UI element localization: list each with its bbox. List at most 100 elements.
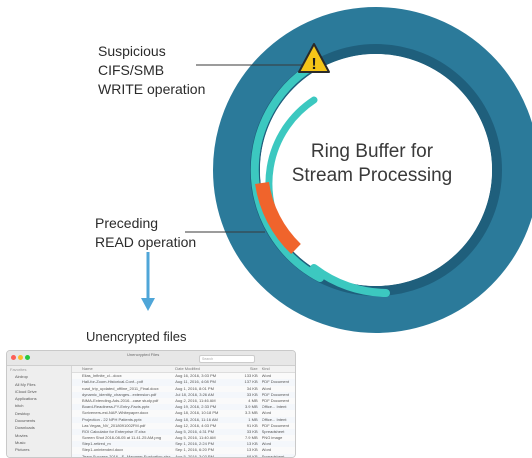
ring-title-line1: Ring Buffer for <box>311 141 434 162</box>
search-input[interactable]: Search <box>199 355 255 363</box>
write-label-line3: WRITE operation <box>98 81 206 97</box>
file-kind: Word <box>261 410 272 416</box>
column-kind[interactable]: Kind <box>261 366 270 371</box>
file-name: Screen Shot 2016-08-05 at 11.41.25 AM.pn… <box>82 435 162 441</box>
file-date: Aug 16, 2016, 3:03 PM <box>175 373 217 379</box>
file-date: Aug 5, 2016, 4:31 PM <box>175 428 214 434</box>
file-name: Team Success 2016 - F...Manager Evaluati… <box>82 453 171 458</box>
file-size: 68 KB <box>246 453 258 458</box>
file-size: 13 KB <box>246 441 258 447</box>
file-name: Step1-retired_m <box>82 441 111 447</box>
teal-stream-outer <box>250 58 324 282</box>
file-row[interactable]: Screen Shot 2016-08-05 at 11.41.25 AM.pn… <box>72 435 295 441</box>
file-date: Aug 2, 2016, 11:46 AM <box>175 397 216 403</box>
sidebar-item[interactable]: Desktop <box>15 410 30 416</box>
close-dot-icon[interactable] <box>11 355 16 360</box>
file-date: Aug 12, 2016, 4:03 PM <box>175 422 217 428</box>
file-kind: PDF Document <box>261 422 289 428</box>
read-operation-label: Preceding READ operation <box>95 214 196 252</box>
file-name: dynamic_identity_changes...extension.pdf <box>82 391 157 397</box>
column-size[interactable]: Size <box>249 366 258 371</box>
sidebar-item[interactable]: Downloads <box>15 425 35 431</box>
file-size: 137 KB <box>244 379 258 385</box>
file-size: 13 KB <box>246 447 258 453</box>
write-label-line1: Suspicious <box>98 43 166 59</box>
finder-toolbar: Unencrypted Files Search <box>7 351 295 366</box>
write-label-line2: CIFS/SMB <box>98 62 165 78</box>
file-row[interactable]: Hall-for-Zoom-Historical-Conf...pdf Aug 1… <box>72 379 295 386</box>
file-date: Sep 1, 2016, 2:24 PM <box>175 441 214 447</box>
file-size: 133 KB <box>244 373 258 379</box>
file-row[interactable]: Board-Readiness-FY-Entry-Facts.pptx Aug 1… <box>72 404 295 411</box>
file-kind: Office... Intent <box>261 416 287 422</box>
ring-center <box>260 54 492 286</box>
file-size: 7.9 MB <box>244 435 258 441</box>
sidebar-item[interactable]: Applications <box>15 396 37 402</box>
minimize-dot-icon[interactable] <box>18 355 23 360</box>
teal-stream-tail <box>310 264 390 297</box>
file-list: Name Date Modified Size Kind Elias_Infin… <box>72 366 295 457</box>
file-kind: Word <box>261 447 272 453</box>
ring-title-line2: Stream Processing <box>292 165 453 186</box>
zoom-dot-icon[interactable] <box>25 355 30 360</box>
finder-title: Unencrypted Files <box>127 352 160 357</box>
file-name: Elias_Infinite_cl...docx <box>82 373 122 379</box>
sidebar-item[interactable]: Airdrop <box>15 374 28 380</box>
file-name: Board-Readiness-FY-Entry-Facts.pptx <box>82 404 150 410</box>
file-kind: Word <box>261 373 272 379</box>
down-arrow-head <box>141 298 155 311</box>
file-kind: Word <box>261 385 272 391</box>
file-kind: PDF Document <box>261 397 289 403</box>
file-name: road_trip_updated_offline_2011_Final.doc… <box>82 385 159 391</box>
file-name: ROI Calculator for Enterprise IT.xlsx <box>82 428 146 434</box>
sidebar-item[interactable]: Music <box>15 439 26 445</box>
ring-outer-band <box>213 7 532 333</box>
file-size: 34 KB <box>246 385 258 391</box>
column-name[interactable]: Name <box>82 366 93 371</box>
file-name: Scriveners-est-NAP-Whitepaper.docx <box>82 410 149 416</box>
file-date: Aug 11, 2016, 4:08 PM <box>175 379 216 385</box>
file-row[interactable]: dynamic_identity_changes...extension.pdf… <box>72 391 295 398</box>
file-size: 33 KB <box>246 428 258 434</box>
file-kind: Spreadsheet <box>261 428 285 434</box>
column-date[interactable]: Date Modified <box>175 366 200 371</box>
file-row[interactable]: Team Success 2016 - F...Manager Evaluati… <box>72 453 295 458</box>
file-date: Aug 19, 2016, 2:33 PM <box>175 404 217 410</box>
file-kind: Office... Intent <box>261 404 287 410</box>
sidebar-heading: Favorites <box>10 367 27 372</box>
orange-stream <box>255 181 301 255</box>
file-size: 3.9 MB <box>244 404 258 410</box>
file-size: 3.3 MB <box>244 410 258 416</box>
file-kind: Word <box>261 441 272 447</box>
sidebar-item[interactable]: All My Files <box>15 381 36 387</box>
files-caption: Unencrypted files <box>86 329 187 344</box>
file-name: Hall-for-Zoom-Historical-Conf...pdf <box>82 379 143 385</box>
file-kind: PDF Document <box>261 391 289 397</box>
sidebar-item[interactable]: iCloud Drive <box>15 388 37 394</box>
file-list-header: Name Date Modified Size Kind <box>72 366 295 374</box>
file-date: Jul 18, 2016, 3:26 AM <box>175 391 214 397</box>
sidebar-item[interactable]: Documents <box>15 418 36 424</box>
file-kind: Spreadsheet <box>261 453 285 458</box>
file-date: Aug 1, 2016, 8:01 PM <box>175 385 214 391</box>
read-label-line2: READ operation <box>95 234 197 250</box>
file-row[interactable]: BIMA-Extending-Ads-2016...case study.pdf… <box>72 398 295 404</box>
sidebar-item[interactable]: Pictures <box>15 447 30 453</box>
file-row[interactable]: Step1-retired_m Sep 1, 2016, 2:24 PM 13 KB… <box>72 441 295 448</box>
warning-icon-glyph: ! <box>311 56 316 73</box>
warning-icon <box>298 43 330 73</box>
file-name: Projection - 22 NPH Patients.pptx <box>82 416 142 422</box>
file-row[interactable]: Elias_Infinite_cl...docx Aug 16, 2016, 3:… <box>72 373 295 379</box>
file-row[interactable]: road_trip_updated_offline_2011_Final.doc… <box>72 386 295 392</box>
sidebar-item[interactable]: bitch <box>15 403 24 409</box>
sidebar-item[interactable]: Movies <box>15 432 28 438</box>
write-operation-label: Suspicious CIFS/SMB WRITE operation <box>98 42 205 99</box>
file-row[interactable]: ROI Calculator for Enterprise IT.xlsx Aug… <box>72 428 295 436</box>
